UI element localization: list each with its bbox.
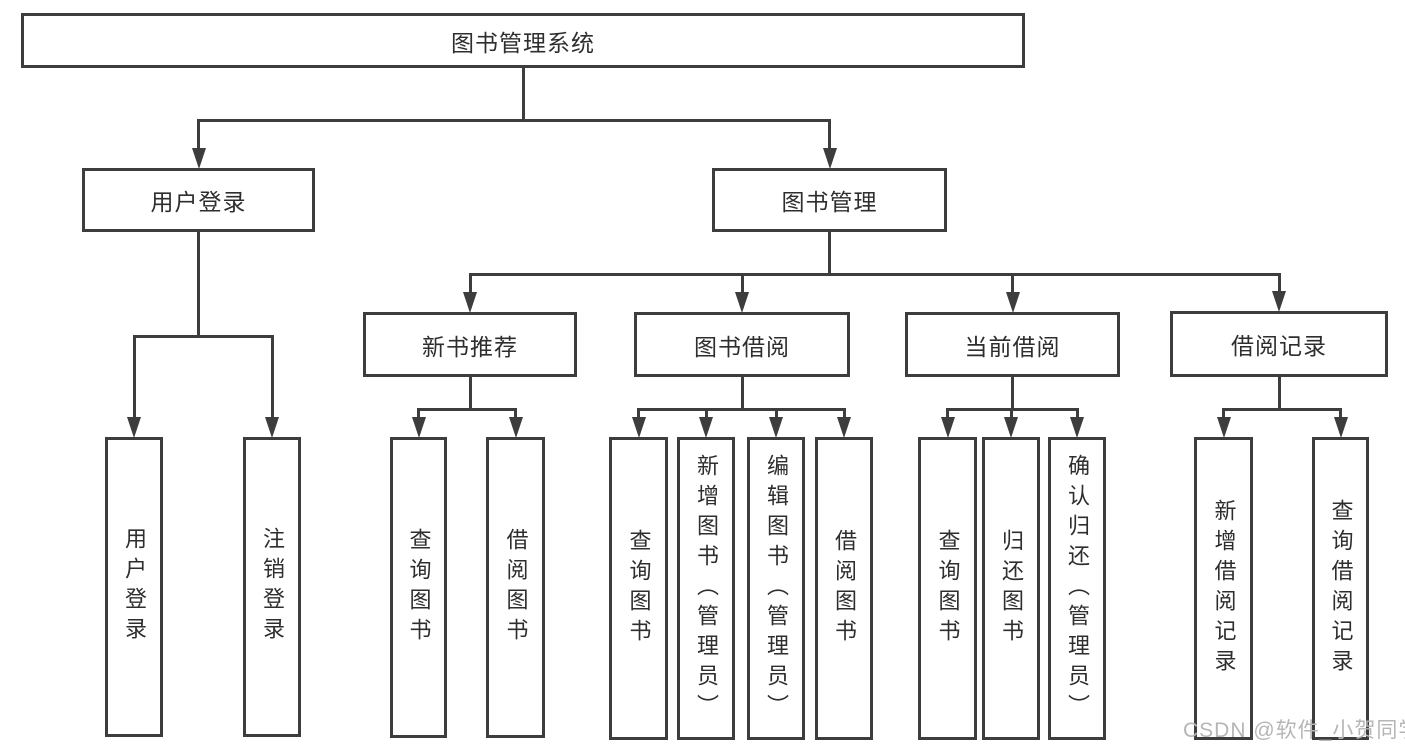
box-label-leaf-logout: 注销登录 (260, 527, 285, 647)
arrowhead-down-icon (735, 292, 749, 313)
connector-line (417, 408, 420, 421)
box-leaf-query-book-a: 查询图书 (390, 437, 447, 738)
box-label-book-management: 图书管理 (781, 189, 878, 215)
arrowhead-down-icon (265, 417, 279, 438)
box-leaf-edit-book: 编辑图书（管理员） (747, 437, 805, 740)
connector-line (1277, 273, 1281, 295)
box-leaf-add-borrow-record: 新增借阅记录 (1194, 437, 1253, 740)
arrowhead-down-icon (127, 417, 141, 438)
box-label-leaf-borrow-book-a: 借阅图书 (503, 527, 529, 648)
connector-line (132, 335, 274, 338)
arrowhead-down-icon (191, 148, 206, 169)
arrowhead-down-icon (837, 417, 851, 438)
connector-line (1011, 273, 1014, 296)
box-leaf-logout: 注销登录 (243, 437, 301, 737)
box-leaf-confirm-return: 确认归还（管理员） (1048, 437, 1106, 740)
connector-line (1222, 408, 1342, 411)
box-borrowing-records: 借阅记录 (1170, 311, 1388, 377)
box-leaf-add-book: 新增图书（管理员） (677, 437, 735, 740)
box-label-leaf-user-login: 用户登录 (122, 527, 147, 647)
box-label-leaf-borrow-book-b: 借阅图书 (832, 528, 857, 649)
connector-line (1277, 375, 1281, 411)
box-label-current-borrowing: 当前借阅 (964, 333, 1061, 360)
connector-line (1011, 375, 1014, 411)
box-new-book-recommend: 新书推荐 (363, 312, 577, 377)
arrowhead-down-icon (1333, 417, 1348, 438)
arrowhead-down-icon (822, 148, 837, 169)
box-label-leaf-add-book: 新增图书（管理员） (694, 453, 719, 724)
arrowhead-down-icon (1070, 417, 1084, 438)
connector-line (417, 408, 517, 411)
arrowhead-down-icon (940, 417, 955, 438)
box-label-leaf-query-book-a: 查询图书 (406, 527, 432, 648)
box-label-leaf-query-borrow-record: 查询借阅记录 (1328, 498, 1354, 679)
box-user-login: 用户登录 (82, 168, 315, 232)
arrowhead-down-icon (1216, 417, 1231, 438)
arrowhead-down-icon (508, 417, 523, 438)
arrowhead-down-icon (699, 417, 713, 438)
connector-line (637, 408, 640, 421)
watermark: CSDN @软件_小贺同学 (1183, 719, 1405, 742)
box-root: 图书管理系统 (21, 13, 1025, 68)
connector-line (740, 375, 744, 411)
arrowhead-down-icon (631, 417, 646, 438)
box-label-book-borrowing: 图书借阅 (694, 333, 790, 360)
connector-line (468, 375, 472, 411)
box-book-management: 图书管理 (712, 168, 947, 232)
connector-line (637, 408, 846, 411)
box-label-leaf-return-book: 归还图书 (999, 528, 1024, 649)
connector-line (132, 335, 136, 421)
connector-line (828, 230, 831, 276)
box-label-user-login: 用户登录 (150, 189, 247, 215)
box-label-leaf-edit-book: 编辑图书（管理员） (764, 453, 789, 724)
connector-line (1339, 408, 1342, 421)
box-label-leaf-confirm-return: 确认归还（管理员） (1065, 453, 1090, 724)
arrowhead-down-icon (1004, 417, 1018, 438)
connector-line (1075, 408, 1079, 421)
connector-line (1222, 408, 1225, 421)
box-leaf-return-book: 归还图书 (982, 437, 1040, 740)
box-leaf-query-book-c: 查询图书 (918, 437, 977, 740)
arrowhead-down-icon (1005, 292, 1020, 313)
box-book-borrowing: 图书借阅 (634, 312, 850, 377)
connector-line (774, 408, 778, 421)
connector-line (197, 119, 200, 152)
connector-line (197, 230, 200, 338)
arrowhead-down-icon (1272, 291, 1286, 312)
connector-line (514, 408, 517, 421)
box-leaf-query-book-b: 查询图书 (609, 437, 668, 740)
connector-line (521, 66, 525, 122)
box-leaf-borrow-book-b: 借阅图书 (815, 437, 873, 740)
connector-line (1009, 408, 1013, 421)
box-current-borrowing: 当前借阅 (905, 312, 1120, 377)
connector-line (197, 119, 831, 122)
arrowhead-down-icon (411, 417, 426, 438)
box-label-root: 图书管理系统 (451, 29, 595, 56)
connector-line (270, 335, 274, 421)
box-label-new-book-recommend: 新书推荐 (422, 333, 518, 360)
box-leaf-query-borrow-record: 查询借阅记录 (1312, 437, 1369, 740)
connector-line (828, 119, 831, 152)
box-label-borrowing-records: 借阅记录 (1231, 333, 1327, 359)
box-label-leaf-query-book-b: 查询图书 (626, 528, 652, 649)
connector-line (704, 408, 708, 421)
connector-line (946, 408, 949, 421)
box-label-leaf-query-book-c: 查询图书 (935, 528, 961, 649)
box-leaf-borrow-book-a: 借阅图书 (486, 437, 545, 738)
connector-line (468, 273, 1281, 276)
box-label-leaf-add-borrow-record: 新增借阅记录 (1211, 498, 1237, 679)
connector-line (740, 273, 744, 296)
arrowhead-down-icon (463, 292, 477, 313)
arrowhead-down-icon (769, 417, 783, 438)
box-leaf-user-login: 用户登录 (105, 437, 163, 737)
connector-line (468, 273, 472, 296)
connector-line (842, 408, 846, 421)
